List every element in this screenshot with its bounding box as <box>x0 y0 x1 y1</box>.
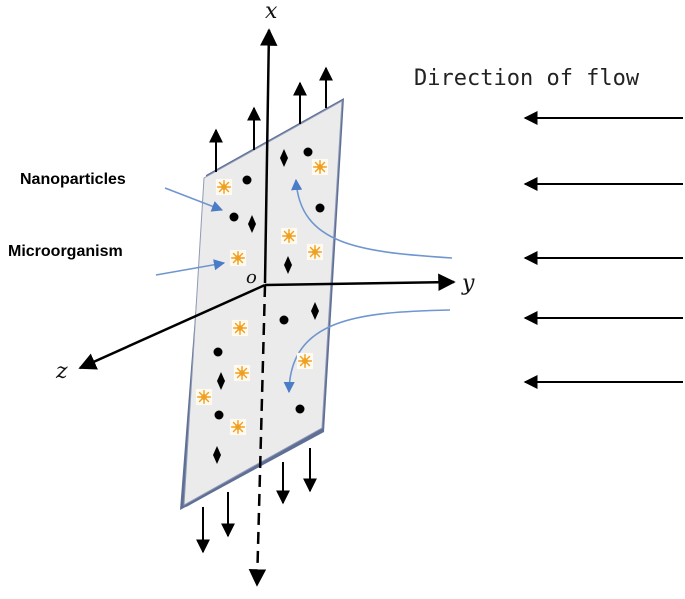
orange-star-icon <box>195 388 213 406</box>
orange-star-icon <box>306 243 324 261</box>
orange-star-icon <box>215 178 233 196</box>
stretch-arrows-up <box>209 66 333 172</box>
black-dot-icon <box>242 175 252 185</box>
orange-star-icon <box>233 364 251 382</box>
black-dot-icon <box>295 404 305 414</box>
orange-star-icon <box>280 227 298 245</box>
nanoparticles-label: Nanoparticles <box>20 171 126 188</box>
y-axis-label: y <box>461 271 475 296</box>
orange-star-icon <box>229 418 247 436</box>
streamlines <box>283 178 453 394</box>
orange-star-icon <box>231 319 249 337</box>
stretching-sheet <box>180 98 344 510</box>
z-axis-label: z <box>55 359 68 384</box>
z-axis: z <box>55 283 266 384</box>
black-dot-icon <box>303 147 313 157</box>
orange-star-icon <box>311 158 329 176</box>
stretch-arrows-down <box>196 448 317 554</box>
x-axis: x <box>248 0 278 587</box>
black-dot-icon <box>279 315 289 325</box>
black-diamond-icon <box>248 215 256 233</box>
flow-direction-label: Direction of flow <box>414 66 640 91</box>
black-diamond-icon <box>217 372 225 390</box>
orange-star-icon <box>296 352 314 370</box>
black-diamond-icon <box>284 256 292 274</box>
flow-arrows <box>523 111 683 389</box>
black-dot-icon <box>214 410 224 420</box>
x-axis-label: x <box>265 0 278 24</box>
black-diamond-icon <box>213 446 221 464</box>
diamonds <box>213 149 319 464</box>
black-diamond-icon <box>280 149 288 167</box>
y-axis: y <box>264 271 475 296</box>
origin-label: o <box>246 267 257 288</box>
black-diamond-icon <box>311 302 319 320</box>
black-dot-icon <box>315 203 325 213</box>
microorganism-pointer <box>155 259 226 276</box>
black-dot-icon <box>213 347 223 357</box>
microorganism-label: Microorganism <box>8 243 123 260</box>
nanoparticles-pointer <box>164 187 224 212</box>
black-dot-icon <box>229 212 239 222</box>
orange-star-icon <box>229 249 247 267</box>
nanoparticles <box>213 147 325 420</box>
